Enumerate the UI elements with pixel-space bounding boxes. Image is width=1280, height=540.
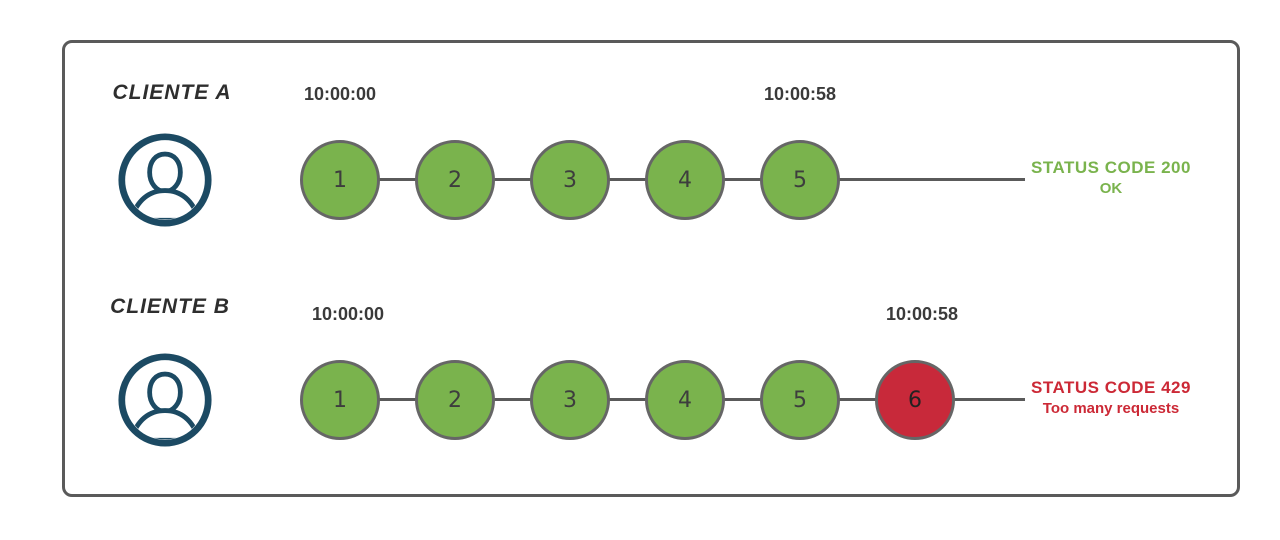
client-b-start-time: 10:00:00 xyxy=(311,304,385,324)
request-circle: 3 xyxy=(530,140,610,220)
client-b-status: STATUS CODE 429 Too many requests xyxy=(1028,377,1194,419)
request-circle: 2 xyxy=(415,360,495,440)
client-b-end-time: 10:00:58 xyxy=(885,304,959,324)
too-many-requests-text: Too many requests xyxy=(1042,400,1180,417)
user-avatar-icon xyxy=(118,353,212,447)
status-ok-text: OK xyxy=(1099,180,1123,197)
request-circle: 5 xyxy=(760,140,840,220)
diagram-frame xyxy=(62,40,1240,497)
request-circle: 1 xyxy=(300,140,380,220)
request-circle: 3 xyxy=(530,360,610,440)
request-circle: 2 xyxy=(415,140,495,220)
request-circle: 5 xyxy=(760,360,840,440)
request-circle: 4 xyxy=(645,140,725,220)
client-b-label: CLIENTE B xyxy=(110,295,230,318)
client-a-start-time: 10:00:00 xyxy=(303,84,377,104)
status-code-429-text: STATUS CODE 429 xyxy=(1031,378,1191,397)
request-circle-blocked: 6 xyxy=(875,360,955,440)
user-avatar-icon xyxy=(118,133,212,227)
request-circle: 4 xyxy=(645,360,725,440)
client-a-end-time: 10:00:58 xyxy=(763,84,837,104)
client-a-label: CLIENTE A xyxy=(112,81,232,104)
client-a-status: STATUS CODE 200 OK xyxy=(1028,157,1194,199)
request-circle: 1 xyxy=(300,360,380,440)
status-code-200-text: STATUS CODE 200 xyxy=(1031,158,1191,177)
